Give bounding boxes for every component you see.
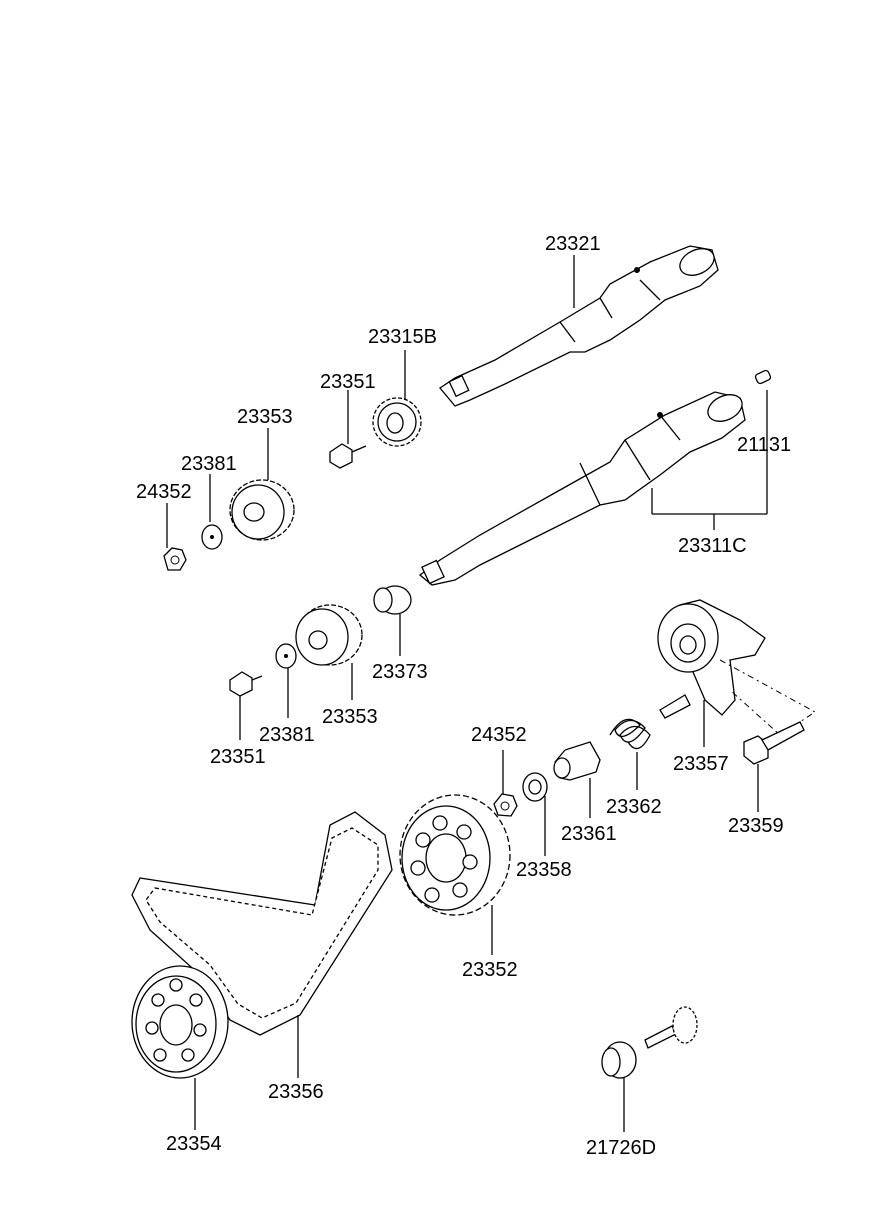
label-23351-mid: 23351 [210, 746, 266, 768]
label-24352-mid: 24352 [471, 724, 527, 746]
bolt-23351-mid [229, 671, 263, 740]
label-23359: 23359 [728, 815, 784, 837]
label-23356: 23356 [268, 1081, 324, 1103]
camshaft-lower [418, 391, 746, 586]
bolt-23359 [743, 721, 805, 812]
label-23373: 23373 [372, 661, 428, 683]
washer-23358 [522, 772, 548, 856]
sprocket-23353-mid [295, 604, 363, 700]
label-23354: 23354 [166, 1133, 222, 1155]
label-21131: 21131 [737, 434, 791, 456]
label-23321: 23321 [545, 233, 601, 255]
part-21726D [601, 1006, 698, 1132]
label-23361: 23361 [561, 823, 617, 845]
sprocket-23353-top [229, 428, 295, 541]
plunger-23361 [553, 741, 601, 818]
spring-23362 [609, 718, 651, 790]
label-23381-top: 23381 [181, 453, 237, 475]
nut-24352-mid [493, 750, 518, 817]
camshaft-upper [439, 245, 719, 407]
pin-21131 [754, 369, 772, 385]
pulley-23354 [131, 965, 229, 1130]
nut-24352-top [163, 503, 187, 571]
label-23381-mid: 23381 [259, 724, 315, 746]
washer-23381-top [201, 474, 223, 550]
label-24352-top: 24352 [136, 481, 192, 503]
label-23352: 23352 [462, 959, 518, 981]
tensioner-23357 [657, 599, 816, 747]
washer-23381-mid [275, 643, 297, 718]
bolt-23351-top [329, 390, 367, 469]
label-23358: 23358 [516, 859, 572, 881]
leader-23311C [651, 390, 768, 530]
label-21726D: 21726D [586, 1137, 656, 1159]
belt-23356 [131, 811, 393, 1078]
label-23351-top: 23351 [320, 371, 376, 393]
bushing-23373 [373, 585, 412, 656]
label-23353-top: 23353 [237, 406, 293, 428]
gear-23315B [372, 350, 422, 447]
label-23357: 23357 [673, 753, 729, 775]
label-23362: 23362 [606, 796, 662, 818]
label-23353-mid: 23353 [322, 706, 378, 728]
label-23311C: 23311C [678, 535, 747, 557]
label-23315B: 23315B [368, 326, 437, 348]
sprocket-23352 [399, 794, 511, 955]
